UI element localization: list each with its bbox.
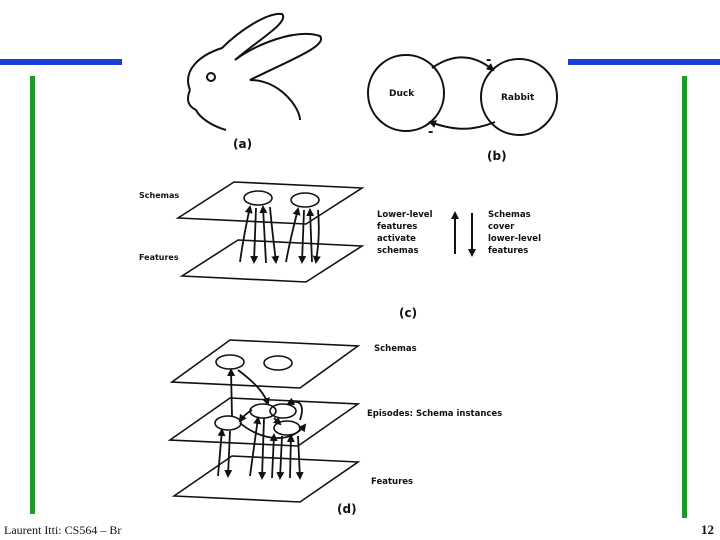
features-plane (171, 455, 361, 503)
schema-node (263, 355, 293, 371)
svg-text:activate: activate (377, 234, 416, 244)
rabbit-duck-drawing (187, 12, 323, 131)
svg-text:lower-level: lower-level (488, 234, 541, 244)
panel-d-features-label: Features (371, 477, 413, 487)
left-margin-bar (30, 76, 35, 514)
schemas-plane (175, 181, 365, 225)
down-arrow (312, 209, 321, 264)
up-arrow (306, 208, 315, 263)
rabbit-label: Rabbit (501, 93, 535, 103)
duck-rabbit-graph (367, 54, 558, 136)
panel-d-label: (d) (337, 502, 357, 516)
down-arrow (250, 207, 259, 264)
panel-c-arrows (239, 205, 321, 264)
slide-footer: Laurent Itti: CS564 – Br (4, 523, 122, 537)
page-number: 12 (701, 522, 714, 537)
panel-c-features-label: Features (139, 253, 179, 262)
svg-text:schemas: schemas (377, 246, 419, 256)
inhibit-arrow-bottom (428, 120, 496, 130)
sign-top: - (486, 53, 491, 68)
schema-node-right (290, 192, 320, 208)
sign-bottom: - (428, 125, 433, 140)
panel-c-planes (175, 181, 365, 283)
up-arrow (259, 205, 268, 264)
down-arrow (298, 209, 307, 264)
svg-text:features: features (377, 222, 417, 232)
instance-node (214, 415, 242, 431)
panel-d-arrows (217, 368, 307, 480)
instance-node (249, 403, 277, 419)
duck-label: Duck (389, 89, 415, 99)
svg-text:Schemas: Schemas (488, 210, 531, 220)
panel-a-label: (a) (233, 137, 252, 151)
panel-b-label: (b) (487, 149, 507, 163)
rabbit-node (480, 58, 558, 136)
episodes-plane (167, 397, 361, 447)
panel-c-right-text: Schemas cover lower-level features (488, 210, 541, 256)
down-arrow (269, 206, 280, 264)
up-arrow (239, 205, 253, 263)
panel-c-schemas-label: Schemas (139, 191, 179, 200)
right-margin-bar (682, 76, 687, 518)
instance-node (269, 403, 297, 419)
svg-text:Lower-level: Lower-level (377, 210, 433, 220)
schema-node (215, 354, 245, 370)
panel-d-schemas-label: Schemas (374, 344, 417, 354)
features-plane (179, 239, 365, 283)
panel-d-episodes-label: Episodes: Schema instances (367, 409, 502, 419)
header-bar-right (568, 59, 720, 65)
panel-c-left-text: Lower-level features activate schemas (377, 210, 433, 256)
schemas-plane (169, 339, 361, 389)
inhibit-arrow-top (431, 56, 495, 72)
header-bar-left (0, 59, 122, 65)
duck-node (367, 54, 445, 132)
panel-c-label: (c) (399, 306, 417, 320)
svg-text:cover: cover (488, 222, 515, 232)
svg-text:features: features (488, 246, 528, 256)
schema-node-left (243, 190, 273, 206)
up-arrow (285, 207, 301, 263)
